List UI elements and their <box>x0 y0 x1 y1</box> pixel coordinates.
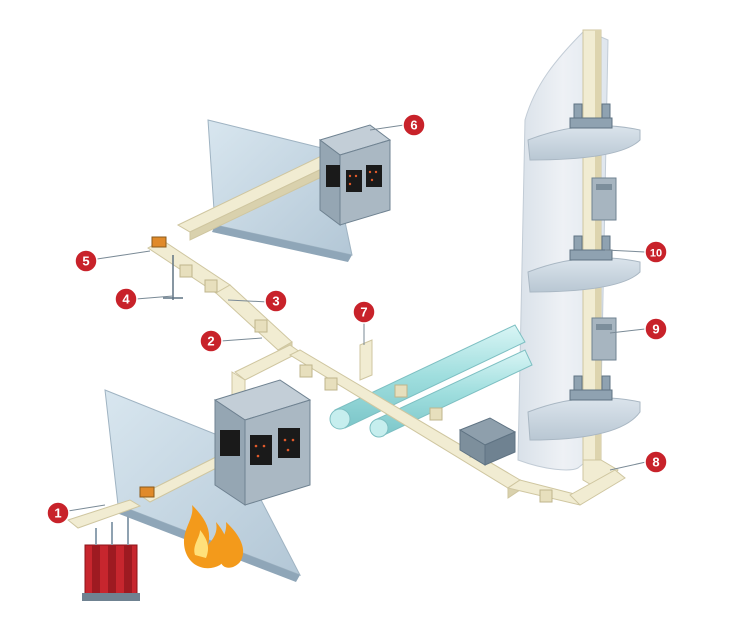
upper-cabinet <box>318 124 392 226</box>
tap-off-box <box>458 417 517 466</box>
callout-3-label: 3 <box>272 294 279 309</box>
callout-2: 2 <box>199 329 223 353</box>
callout-9: 9 <box>644 317 668 341</box>
callout-2-label: 2 <box>207 334 214 349</box>
end-cap <box>139 236 167 498</box>
lower-cabinet <box>213 379 312 506</box>
callout-6-label: 6 <box>410 118 417 133</box>
callout-3: 3 <box>264 289 288 313</box>
fire-icon <box>183 505 244 569</box>
callout-8-label: 8 <box>652 455 659 470</box>
callout-5: 5 <box>74 249 98 273</box>
callout-10-label: 10 <box>650 248 662 260</box>
callout-7: 7 <box>352 300 376 324</box>
callout-4: 4 <box>114 287 138 311</box>
leader-lines <box>67 124 647 512</box>
callout-5-label: 5 <box>82 254 89 269</box>
floor-slab-shelf <box>527 125 641 441</box>
transformer <box>66 499 142 601</box>
callout-8: 8 <box>644 450 668 474</box>
spring-support <box>569 103 613 401</box>
callout-6: 6 <box>402 113 426 137</box>
callout-7-label: 7 <box>360 305 367 320</box>
plug-in-box <box>591 177 617 361</box>
callout-10: 10 <box>644 240 668 264</box>
callout-4-label: 4 <box>122 292 130 307</box>
callout-9-label: 9 <box>652 322 659 337</box>
hanger-rod <box>163 255 183 300</box>
callout-1-label: 1 <box>54 506 61 521</box>
callout-1: 1 <box>46 501 70 525</box>
vertical-shaft-wall <box>517 29 641 491</box>
